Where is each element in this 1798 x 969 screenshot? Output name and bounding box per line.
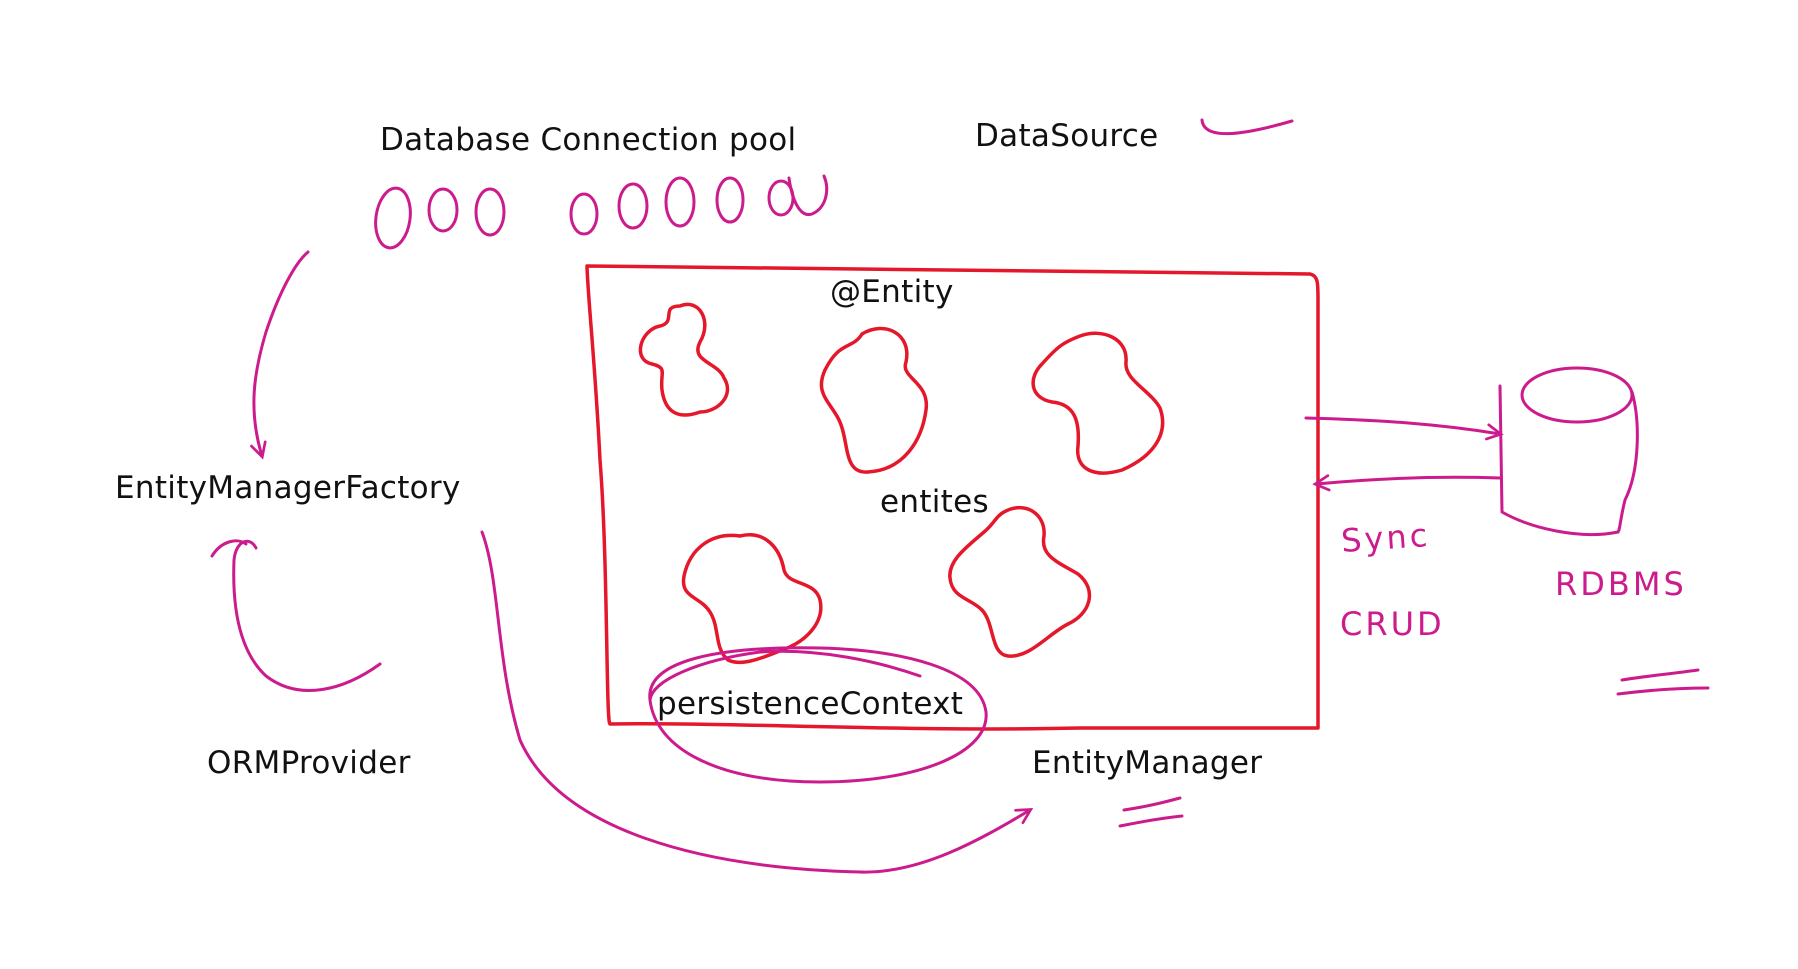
entity-blobs [638,302,1165,665]
sync-annotation: Sync [1340,516,1432,560]
connection-oval [715,176,745,224]
arrow-to-rdbms [1304,416,1500,434]
entity-manager-factory-label: EntityManagerFactory [115,470,461,506]
persistence-context-label: persistenceContext [657,686,963,722]
entity-manager-label: EntityManager [1032,745,1262,781]
rdbms-annotation: RDBMS [1555,565,1687,603]
rdbms-underline [1620,668,1700,682]
crud-annotation: CRUD [1340,605,1445,643]
persistence-context-ellipse [648,646,988,784]
rdbms-underline [1616,686,1710,696]
orm-provider-label: ORMProvider [207,745,411,781]
arrow-emf-to-em [480,530,1030,874]
datasource-underline [1200,118,1294,136]
arrow-orm-to-emf-head [210,539,248,558]
rdbms-cylinder [1498,366,1639,536]
entity-blob [948,505,1092,658]
arrow-pool-to-emf [254,250,310,456]
entity-manager-underline [1118,814,1184,828]
connection-oval [787,174,829,216]
persistence-box [585,264,1320,731]
arrow-from-rdbms [1316,477,1502,484]
entity-blob [1031,331,1165,475]
cylinder-right-side [1616,390,1639,534]
entity-blob [819,326,928,474]
connection-oval [664,176,696,228]
connection-oval [569,192,599,236]
entity-manager-underline [1122,796,1182,812]
connection-oval [617,182,649,230]
connection-oval [474,187,506,237]
connection-oval [427,187,459,233]
connection-oval [374,186,412,250]
connection-pool-ovals [374,174,829,250]
entity-blob [681,533,823,665]
entity-blob [638,302,730,417]
entity-annotation-label: @Entity [830,274,954,310]
arrow-orm-to-emf [232,539,382,692]
entities-label: entites [880,484,989,520]
datasource-label: DataSource [975,118,1159,154]
cylinder-left-side [1498,384,1620,536]
connection-pool-label: Database Connection pool [380,122,796,158]
cylinder-top [1520,366,1634,424]
